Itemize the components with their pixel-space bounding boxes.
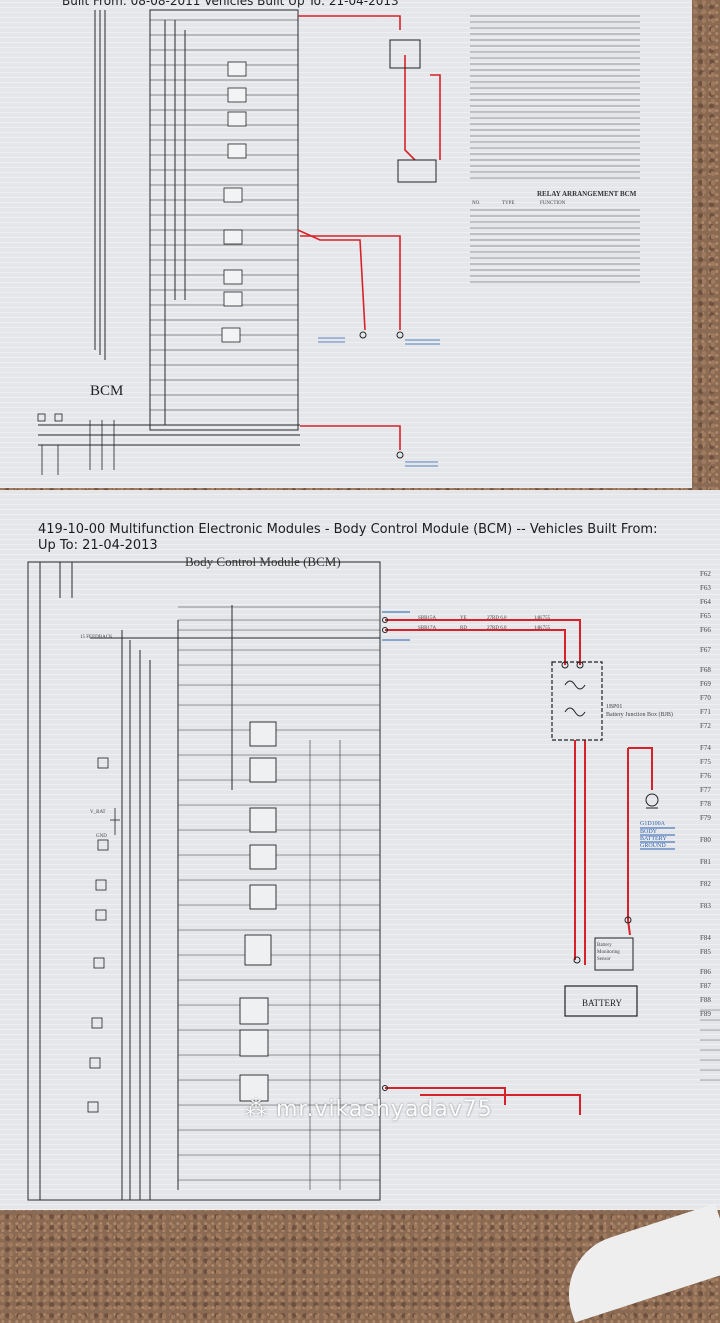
relay-col-no: NO. [472, 201, 481, 206]
sheet-top-diagram [37, 9, 640, 475]
sheet-top-header: Built From: 08-08-2011 Vehicles Built Up… [62, 0, 399, 8]
wire-spec-2: 27RD 6.0 [487, 626, 507, 631]
fuse-ref: F78 [700, 800, 711, 808]
fuse-ref: F70 [700, 694, 711, 702]
fuse-ref: F74 [700, 744, 711, 752]
battery-label: BATTERY [582, 998, 623, 1008]
fuse-ref: F75 [700, 758, 711, 766]
fuse-ref: F65 [700, 612, 711, 620]
fuse-ref-column: F62 F63 F64 F65 F66 F67 F68 F69 F70 F71 … [700, 570, 720, 1024]
fuse-box-label: Battery Junction Box (BJB) [606, 712, 673, 718]
wire-circuit-2: 14K755 [534, 626, 551, 631]
sheet-bottom-header-line2: Up To: 21-04-2013 [38, 538, 158, 553]
fuse-ref: F81 [700, 858, 711, 866]
ground-label-2: BATTERY [640, 836, 667, 842]
fuse-ref: F82 [700, 880, 711, 888]
wire-spec-1: 27RD 6.0 [487, 616, 507, 621]
fuse-ref: F88 [700, 996, 711, 1004]
fuse-ref: F71 [700, 708, 711, 716]
sheet-bottom-header-line1: 419-10-00 Multifunction Electronic Modul… [38, 522, 658, 537]
bcm-module-label: BCM [90, 383, 124, 399]
watermark-handle: mr.vikashyadav75 [276, 1097, 493, 1122]
ground-label-1: BODY [640, 829, 658, 835]
relay-col-type: TYPE [502, 201, 515, 206]
fuse-ref: F72 [700, 722, 711, 730]
fuse-ref: F87 [700, 982, 711, 990]
fuse-ref: F63 [700, 584, 711, 592]
fuse-ref: F80 [700, 836, 711, 844]
fuse-ref: F85 [700, 948, 711, 956]
schematic-sheet-bottom: 419-10-00 Multifunction Electronic Modul… [0, 490, 720, 1210]
fuse-ref: F83 [700, 902, 711, 910]
wire-circuit-1: 14K755 [534, 616, 551, 621]
sheet-bottom-diagram [27, 561, 720, 1201]
wire-color-1: YE [460, 616, 467, 621]
gnd-label: GND [96, 834, 107, 839]
wire-code-2: SBB17A [418, 626, 437, 631]
sock-foreground [553, 1203, 720, 1323]
wire-color-2: RD [460, 626, 467, 631]
fuse-ref: F64 [700, 598, 711, 606]
ground-code: G1D100A [640, 821, 665, 827]
feedback-label: 15 FEEDBACK [80, 635, 113, 640]
relay-col-function: FUNCTION [540, 201, 566, 206]
watermark-text: ⁂ mr.vikashyadav75 [245, 1097, 493, 1122]
fuse-ref: F84 [700, 934, 711, 942]
fuse-ref: F77 [700, 786, 711, 794]
fuse-ref: F79 [700, 814, 711, 822]
vbat-label: V_BAT [90, 810, 106, 815]
sensor-label: Battery Monitoring Sensor [597, 943, 620, 962]
ground-label-3: GROUND [640, 843, 666, 849]
fuse-ref: F66 [700, 626, 711, 634]
fuse-ref: F89 [700, 1010, 711, 1018]
fuse-ref: F67 [700, 646, 711, 654]
fuse-ref: F68 [700, 666, 711, 674]
fuse-ref: F76 [700, 772, 711, 780]
relay-table-title: RELAY ARRANGEMENT BCM [537, 190, 637, 198]
fuse-ref: F69 [700, 680, 711, 688]
schematic-sheet-top: Built From: 08-08-2011 Vehicles Built Up… [0, 0, 692, 488]
fuse-ref: F62 [700, 570, 711, 578]
fuse-box-code: 1BP01 [606, 704, 623, 710]
wire-code-1: SBB15A [418, 616, 437, 621]
fuse-ref: F86 [700, 968, 711, 976]
